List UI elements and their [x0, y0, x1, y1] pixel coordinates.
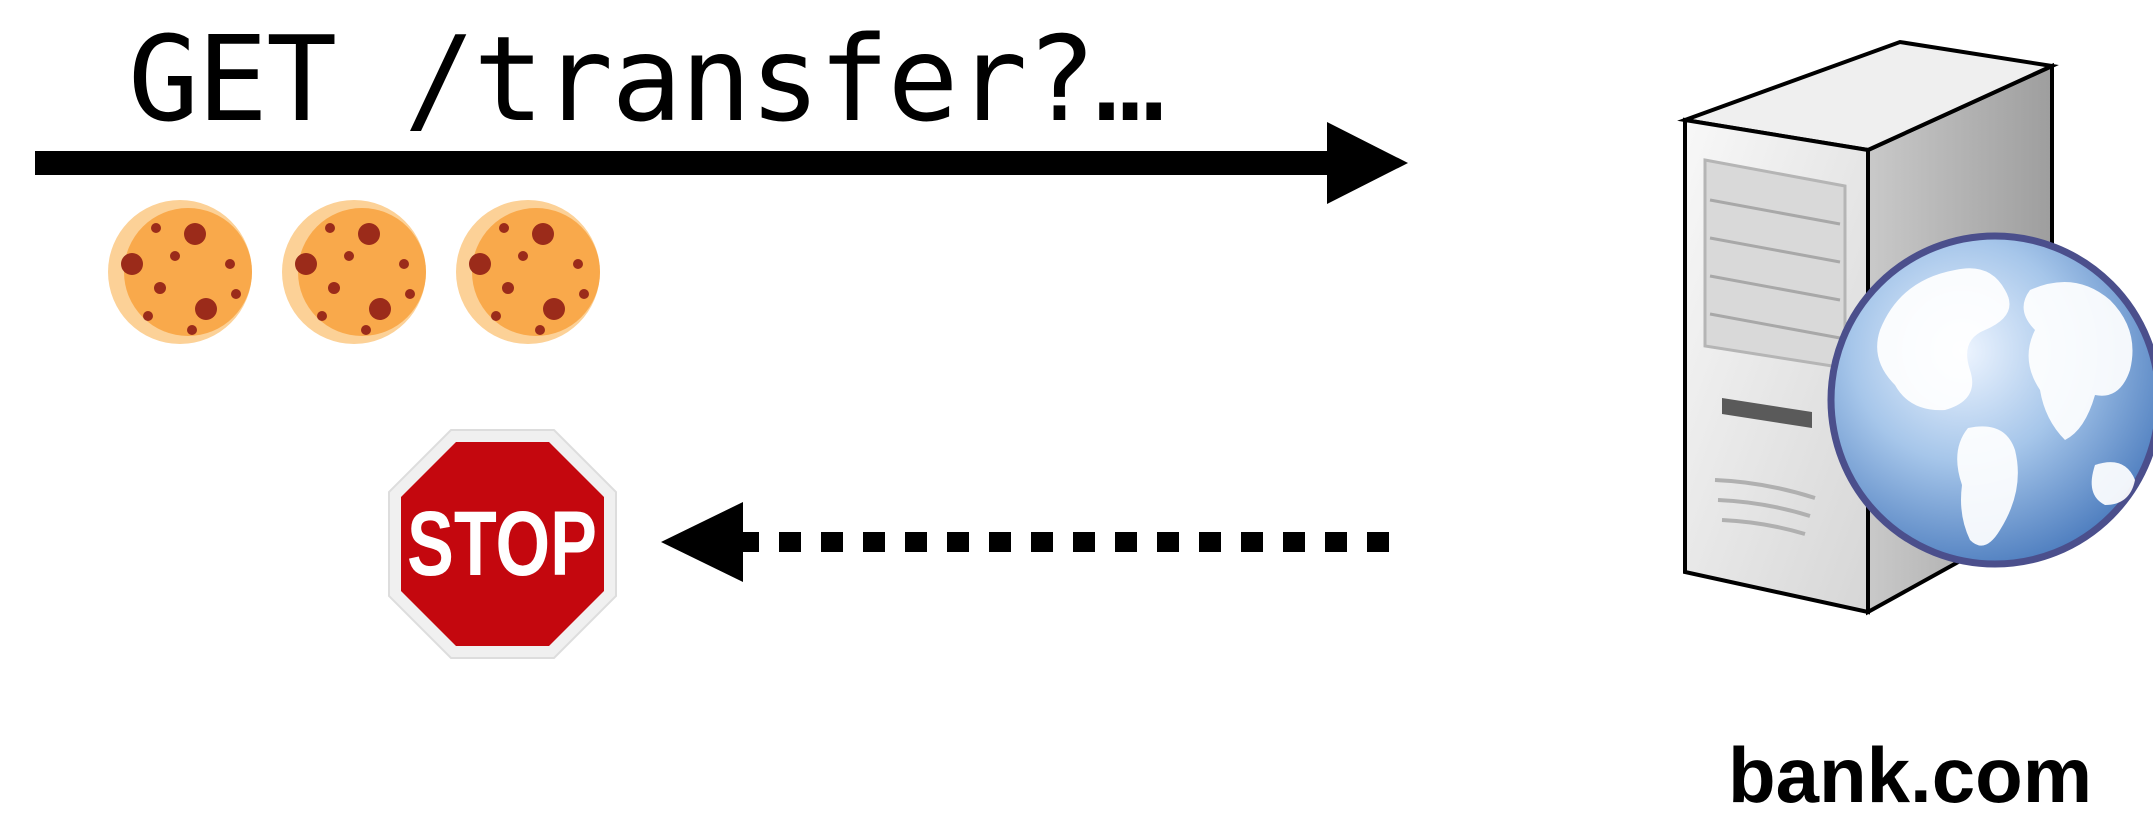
request-arrow — [35, 122, 1408, 204]
stop-sign-label: STOP — [407, 493, 597, 595]
response-arrow — [661, 502, 1389, 582]
request-label: GET /transfer?… — [128, 10, 1166, 148]
globe-icon — [1827, 232, 2153, 568]
cookie-icon — [456, 200, 600, 344]
cookie-icon — [282, 200, 426, 344]
server-label: bank.com — [1728, 731, 2093, 819]
cookie-icon — [108, 200, 252, 344]
stop-sign-icon: STOP — [388, 429, 617, 659]
